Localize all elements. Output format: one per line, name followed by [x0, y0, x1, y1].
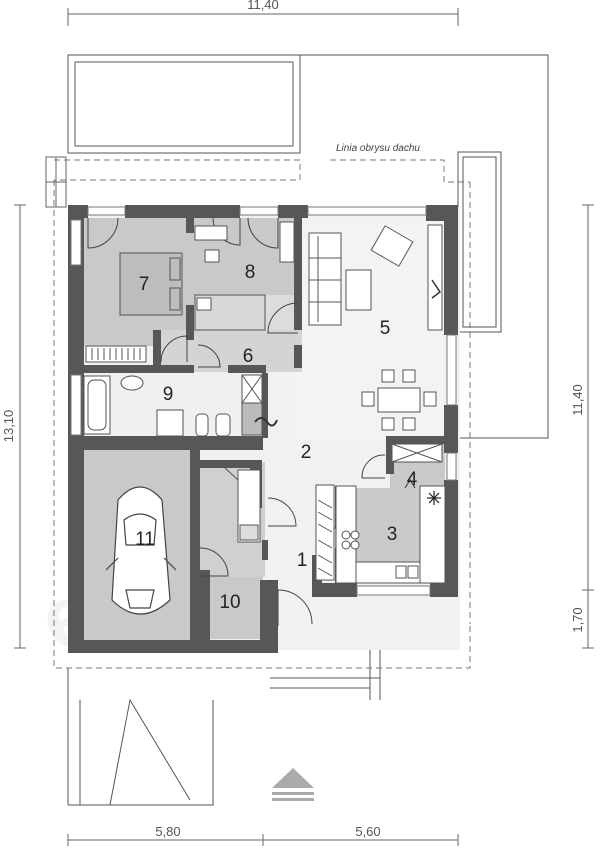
fridge-icon — [427, 491, 441, 505]
hall-fixtures — [224, 467, 335, 581]
room-number-9: 9 — [163, 384, 174, 405]
dim-bottom-right: 5,60 — [355, 824, 380, 839]
boiler-icon — [254, 417, 278, 427]
room-number-11: 11 — [135, 529, 155, 550]
dim-top-width: 11,40 — [247, 0, 279, 12]
room-number-5: 5 — [380, 318, 391, 339]
room-number-10: 10 — [219, 592, 240, 613]
room-number-4: 4 — [407, 469, 418, 490]
room-number-1: 1 — [297, 550, 308, 571]
roof-outline-dashed — [53, 159, 471, 669]
room-number-2: 2 — [301, 442, 312, 463]
dim-left-height: 13,10 — [1, 410, 16, 443]
room-number-7: 7 — [139, 274, 150, 295]
living-furniture — [308, 224, 443, 431]
car-icon — [105, 486, 177, 615]
tv-icon — [431, 279, 442, 299]
room-number-8: 8 — [245, 262, 256, 283]
roof-outline-label: Linia obrysu dachu — [336, 143, 420, 154]
entrance-arrow-icon — [272, 768, 314, 801]
dimension-lines — [14, 8, 594, 846]
room-number-3: 3 — [387, 524, 398, 545]
bedroom-furniture — [85, 252, 183, 363]
room8-furniture — [194, 225, 266, 331]
room-number-6: 6 — [243, 346, 254, 367]
kitchen-fixtures — [335, 443, 446, 584]
dim-bottom-left: 5,80 — [155, 824, 180, 839]
dim-right-lower: 1,70 — [570, 607, 585, 632]
windows — [70, 206, 457, 596]
dim-right-upper: 11,40 — [570, 384, 585, 416]
bathroom-fixtures — [83, 374, 263, 437]
